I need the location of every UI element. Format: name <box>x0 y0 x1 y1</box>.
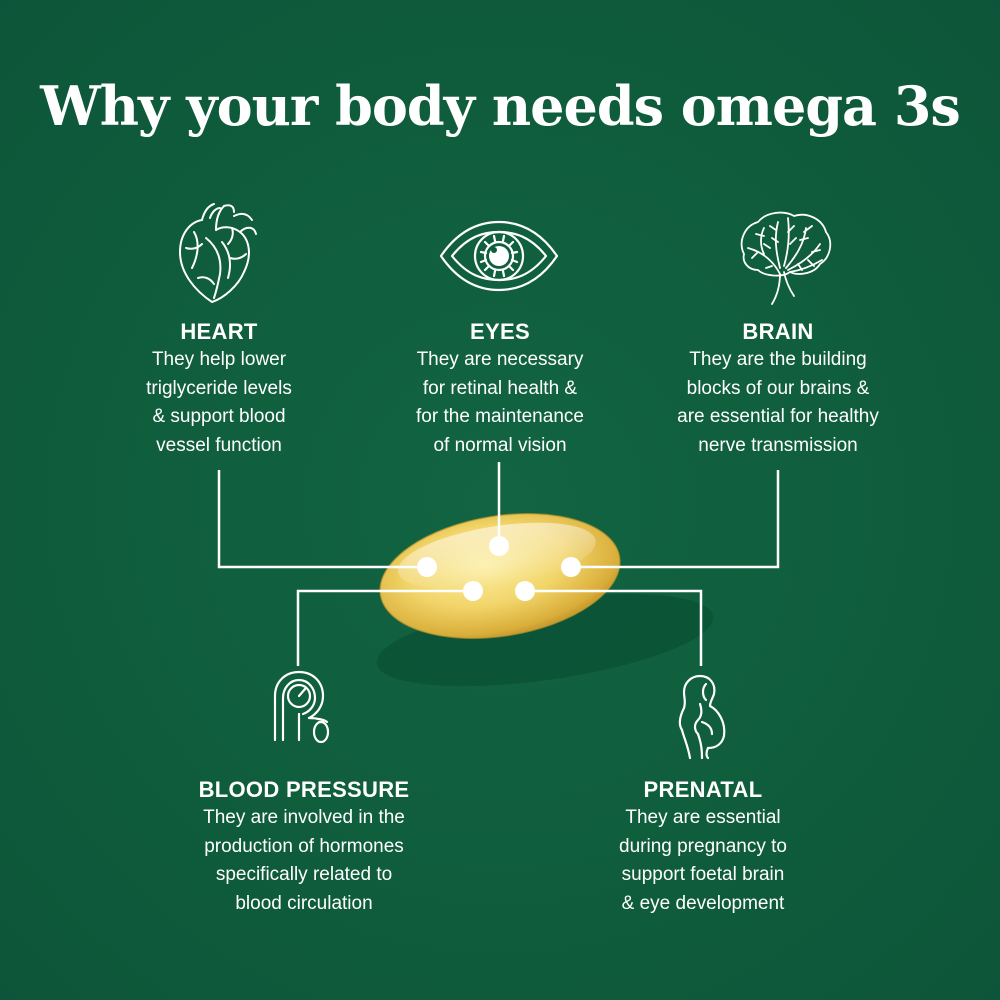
heart-line-3: & support blood <box>152 406 286 427</box>
eyes-line-1: They are necessary <box>416 349 584 370</box>
dot-eyes <box>489 536 509 556</box>
blood-pressure-line-3: specifically related to <box>215 864 393 885</box>
brain-icon <box>734 208 834 306</box>
connector-heart <box>217 470 427 569</box>
page-title: Why your body needs omega 3s <box>40 74 961 138</box>
eyes-line-3: for the maintenance <box>416 406 584 427</box>
brain-line-3: are essential for healthy <box>677 406 879 427</box>
benefit-eyes: EYES They are necessary for retinal heal… <box>372 318 628 460</box>
dot-heart <box>417 557 437 577</box>
pregnant-woman-icon <box>676 674 730 760</box>
connector-prenatal <box>525 589 703 666</box>
heart-icon <box>172 198 262 306</box>
brain-line-2: blocks of our brains & <box>686 377 870 399</box>
brain-line-1: They are the building <box>689 349 867 370</box>
heart-line-2: triglyceride levels <box>146 377 292 399</box>
heart-line-1: They help lower <box>151 349 287 370</box>
capsule-shadow <box>376 593 714 687</box>
blood-pressure-line-4: blood circulation <box>235 892 373 914</box>
heart-heading: HEART <box>180 319 258 344</box>
brain-line-4: nerve transmission <box>698 434 858 456</box>
connector-lines <box>217 462 780 666</box>
connector-dots <box>417 536 581 601</box>
dot-brain <box>561 557 581 577</box>
prenatal-line-3: support foetal brain <box>621 864 785 885</box>
eyes-line-2: for retinal health & <box>422 377 578 399</box>
heart-line-4: vessel function <box>156 434 282 456</box>
brain-heading: BRAIN <box>742 319 814 344</box>
prenatal-line-2: during pregnancy to <box>619 835 787 857</box>
connector-brain <box>571 470 780 569</box>
blood-pressure-gauge-icon <box>271 670 333 744</box>
benefit-brain: BRAIN They are the building blocks of ou… <box>644 318 912 460</box>
dot-prenatal <box>515 581 535 601</box>
eyes-heading: EYES <box>470 319 530 344</box>
eye-icon <box>438 220 560 292</box>
prenatal-heading: PRENATAL <box>643 777 763 802</box>
blood-pressure-line-2: production of hormones <box>204 835 404 857</box>
prenatal-line-1: They are essential <box>625 807 781 828</box>
connector-blood-pressure <box>296 589 473 666</box>
benefit-heart: HEART They help lower triglyceride level… <box>96 318 342 460</box>
prenatal-line-4: & eye development <box>621 892 785 914</box>
dot-blood-pressure <box>463 581 483 601</box>
eyes-line-4: of normal vision <box>433 434 567 456</box>
omega-3-capsule <box>379 513 621 639</box>
benefit-prenatal: PRENATAL They are essential during pregn… <box>578 776 828 918</box>
blood-pressure-heading: BLOOD PRESSURE <box>198 777 410 802</box>
blood-pressure-line-1: They are involved in the <box>203 807 405 828</box>
benefit-blood-pressure: BLOOD PRESSURE They are involved in the … <box>168 776 440 918</box>
